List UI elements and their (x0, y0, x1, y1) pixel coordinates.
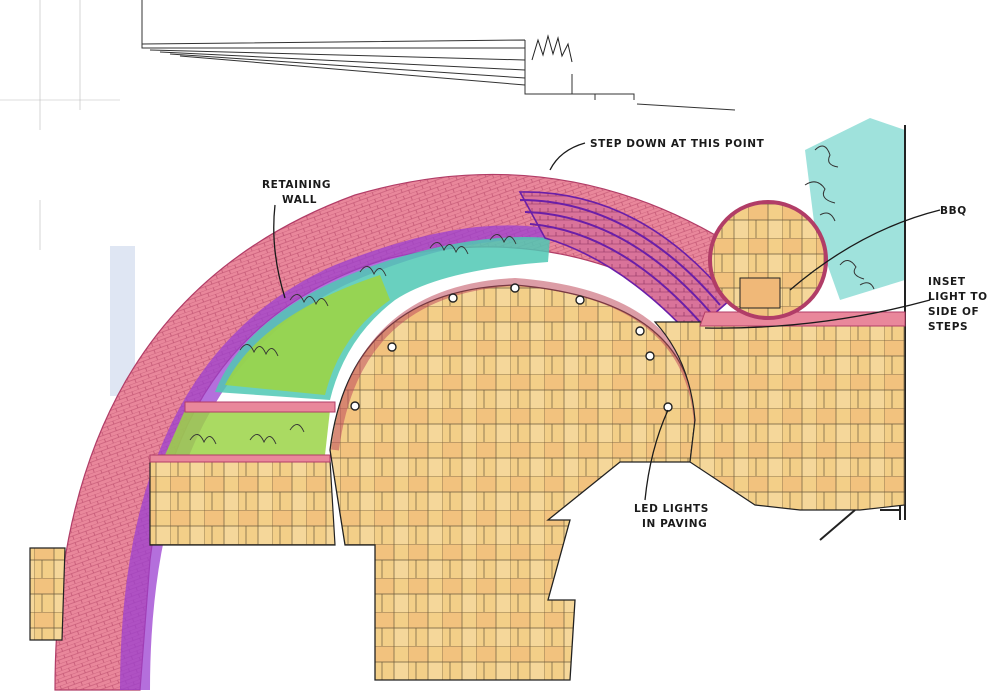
leader-bbq (789, 209, 941, 291)
label-bbq: BBQ (940, 205, 967, 217)
led-light (575, 295, 585, 305)
wall-cap-left (149, 454, 331, 463)
leader-step-down (549, 142, 586, 171)
label-inset-1: INSET (928, 276, 966, 288)
label-retaining: RETAINING (262, 179, 331, 191)
leader-lines (273, 142, 941, 501)
planting-bed-lower (165, 410, 330, 455)
led-light (448, 293, 458, 303)
label-step-down: STEP DOWN AT THIS POINT (590, 138, 765, 150)
leader-inset (704, 299, 931, 329)
label-led-2: IN PAVING (642, 518, 707, 530)
paving-left (149, 459, 336, 546)
led-light (635, 326, 645, 336)
hedge-scribbles (804, 145, 875, 290)
terrace-ring (331, 277, 702, 451)
planting-bed-green (225, 275, 390, 395)
led-light (510, 283, 520, 293)
paving-right (653, 321, 906, 511)
central-terrace (329, 284, 696, 681)
label-wall: WALL (282, 194, 317, 206)
wall-cap-middle (184, 401, 336, 413)
label-inset-2: LIGHT TO (928, 291, 988, 303)
leader-retaining (273, 204, 286, 299)
plant-scribbles (189, 234, 517, 445)
wall-shadow (120, 225, 548, 691)
guide-lines (0, 0, 135, 396)
paving-far-left (29, 547, 66, 641)
leader-led (644, 409, 669, 501)
label-led-1: LED LIGHTS (634, 503, 709, 515)
led-light (387, 342, 397, 352)
label-inset-4: STEPS (928, 321, 968, 333)
led-light (350, 401, 360, 411)
boundary-bottom (819, 509, 900, 541)
elevation-sketch (141, 0, 736, 111)
bbq-unit (739, 277, 781, 309)
bbq-circle (708, 200, 828, 320)
led-lights (350, 283, 673, 412)
step-edges (519, 199, 721, 323)
label-inset-3: SIDE OF (928, 306, 979, 318)
led-light (645, 351, 655, 361)
led-light (663, 402, 673, 412)
